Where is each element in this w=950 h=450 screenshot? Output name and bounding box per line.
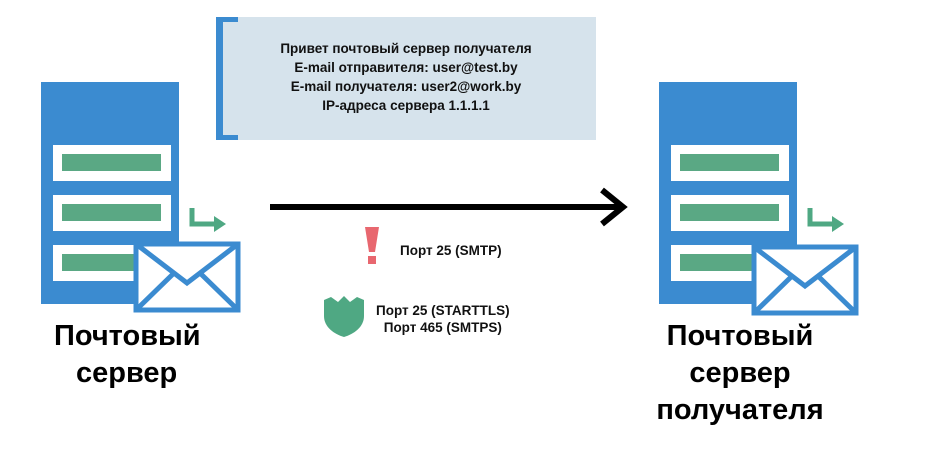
exclamation-icon (365, 227, 379, 264)
port-starttls-text: Порт 25 (STARTTLS) (376, 303, 510, 318)
sender-envelope-icon (133, 241, 241, 313)
port-smtp-text: Порт 25 (SMTP) (400, 243, 502, 258)
message-line-ip: IP-адреса сервера 1.1.1.1 (322, 98, 490, 113)
message-line-greeting: Привет почтовый сервер получателя (280, 41, 532, 56)
recipient-envelope-icon (751, 244, 859, 316)
port-smtps-text: Порт 465 (SMTPS) (383, 320, 502, 335)
shield-icon (324, 296, 364, 337)
transfer-arrow-icon (270, 187, 628, 227)
recipient-label: Почтовый сервер получателя (656, 320, 824, 426)
port-secure-text: Порт 25 (STARTTLS) Порт 465 (SMTPS) (376, 302, 510, 336)
message-line-sender: E-mail отправителя: user@test.by (294, 60, 518, 75)
message-box-bracket (216, 17, 223, 140)
message-box: Привет почтовый сервер получателя E-mail… (216, 17, 596, 140)
recipient-server-icon (659, 82, 797, 304)
message-line-recipient: E-mail получателя: user2@work.by (290, 79, 522, 94)
receive-arrow-icon (807, 208, 844, 232)
sender-label: Почтовый сервер (54, 320, 201, 389)
send-arrow-icon (189, 208, 226, 232)
message-text: Привет почтовый сервер получателя E-mail… (216, 39, 596, 115)
